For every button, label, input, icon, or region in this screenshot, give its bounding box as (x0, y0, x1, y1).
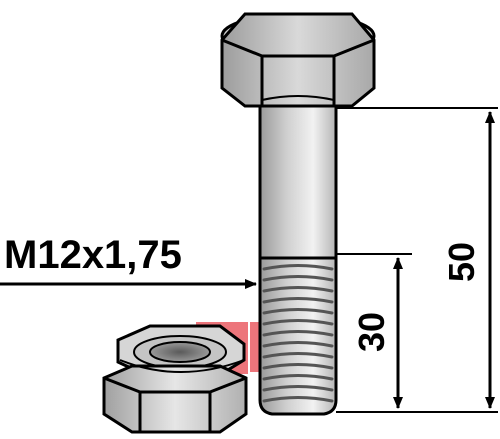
thread-ridge (262, 319, 334, 326)
thread-length-dimension: 30 (336, 253, 412, 409)
lock-nut (102, 324, 248, 434)
bolt-thread (258, 256, 338, 416)
thread-length-label: 30 (351, 312, 392, 352)
thread-ridge (262, 275, 334, 282)
total-length-dimension: 50 (336, 107, 498, 413)
thread-ridge (262, 374, 334, 381)
thread-ridge (262, 341, 334, 348)
thread-spec-label: M12x1,75 (4, 233, 182, 277)
thread-ridge (262, 385, 334, 392)
thread-ridge (262, 308, 334, 315)
thread-ridge (262, 363, 334, 370)
thread-ridge (262, 297, 334, 304)
thread-spec-callout: M12x1,75 (0, 233, 257, 289)
thread-ridge (262, 352, 334, 359)
thread-ridge (262, 286, 334, 293)
thread-ridge (262, 330, 334, 337)
thread-ridge (262, 264, 334, 271)
bolt-hex-head (220, 12, 376, 108)
thread-ridge (262, 396, 334, 403)
total-length-label: 50 (441, 242, 482, 282)
bolt-shank (258, 98, 338, 262)
